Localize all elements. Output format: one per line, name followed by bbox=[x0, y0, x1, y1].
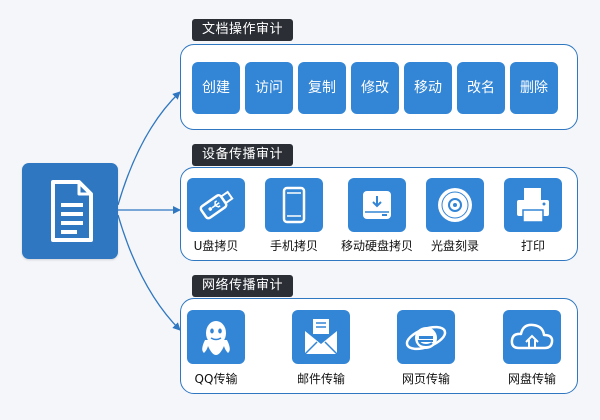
usb-drive-icon bbox=[199, 190, 234, 220]
phone-copy-label: 手机拷贝 bbox=[269, 239, 318, 253]
qq-penguin-icon bbox=[202, 321, 230, 355]
qq-transfer-tile[interactable] bbox=[187, 310, 245, 364]
email-transfer-tile[interactable] bbox=[292, 310, 350, 364]
section-title-network: 网络传播审计 bbox=[192, 275, 294, 297]
web-transfer-tile[interactable] bbox=[397, 310, 455, 364]
usb-copy-label: U盘拷贝 bbox=[193, 239, 239, 253]
optical-disc-icon bbox=[438, 188, 472, 222]
central-document-tile bbox=[22, 163, 118, 259]
op-modify-button[interactable]: 修改 bbox=[351, 62, 399, 114]
smartphone-icon bbox=[282, 186, 306, 224]
external-hdd-icon bbox=[363, 191, 391, 219]
doc-ops-panel: 创建 访问 复制 修改 移动 改名 删除 bbox=[180, 44, 578, 130]
op-rename-button[interactable]: 改名 bbox=[457, 62, 505, 114]
print-tile[interactable] bbox=[504, 178, 562, 232]
cloud-transfer-tile[interactable] bbox=[503, 310, 561, 364]
op-access-button[interactable]: 访问 bbox=[245, 62, 293, 114]
op-copy-button[interactable]: 复制 bbox=[298, 62, 346, 114]
print-label: 打印 bbox=[520, 239, 545, 253]
hdd-copy-tile[interactable] bbox=[348, 178, 406, 232]
hdd-copy-label: 移动硬盘拷贝 bbox=[340, 239, 413, 253]
section-title-device: 设备传播审计 bbox=[192, 144, 294, 166]
connector-doc-ops bbox=[117, 91, 181, 206]
printer-icon bbox=[517, 188, 549, 223]
web-transfer-label: 网页传输 bbox=[401, 372, 450, 386]
op-create-button[interactable]: 创建 bbox=[192, 62, 240, 114]
email-transfer-label: 邮件传输 bbox=[296, 372, 345, 386]
web-browser-icon bbox=[405, 325, 447, 351]
section-title-doc-ops: 文档操作审计 bbox=[192, 19, 294, 41]
usb-copy-tile[interactable] bbox=[187, 178, 245, 232]
phone-copy-tile[interactable] bbox=[265, 178, 323, 232]
op-delete-button[interactable]: 删除 bbox=[510, 62, 558, 114]
disc-burn-label: 光盘刻录 bbox=[430, 239, 479, 253]
cloud-transfer-label: 网盘传输 bbox=[507, 372, 556, 386]
op-move-button[interactable]: 移动 bbox=[404, 62, 452, 114]
envelope-icon bbox=[304, 319, 338, 355]
connector-network bbox=[117, 214, 181, 331]
disc-burn-tile[interactable] bbox=[426, 178, 484, 232]
qq-transfer-label: QQ传输 bbox=[194, 372, 238, 386]
document-icon bbox=[51, 180, 93, 242]
cloud-upload-icon bbox=[510, 323, 554, 350]
